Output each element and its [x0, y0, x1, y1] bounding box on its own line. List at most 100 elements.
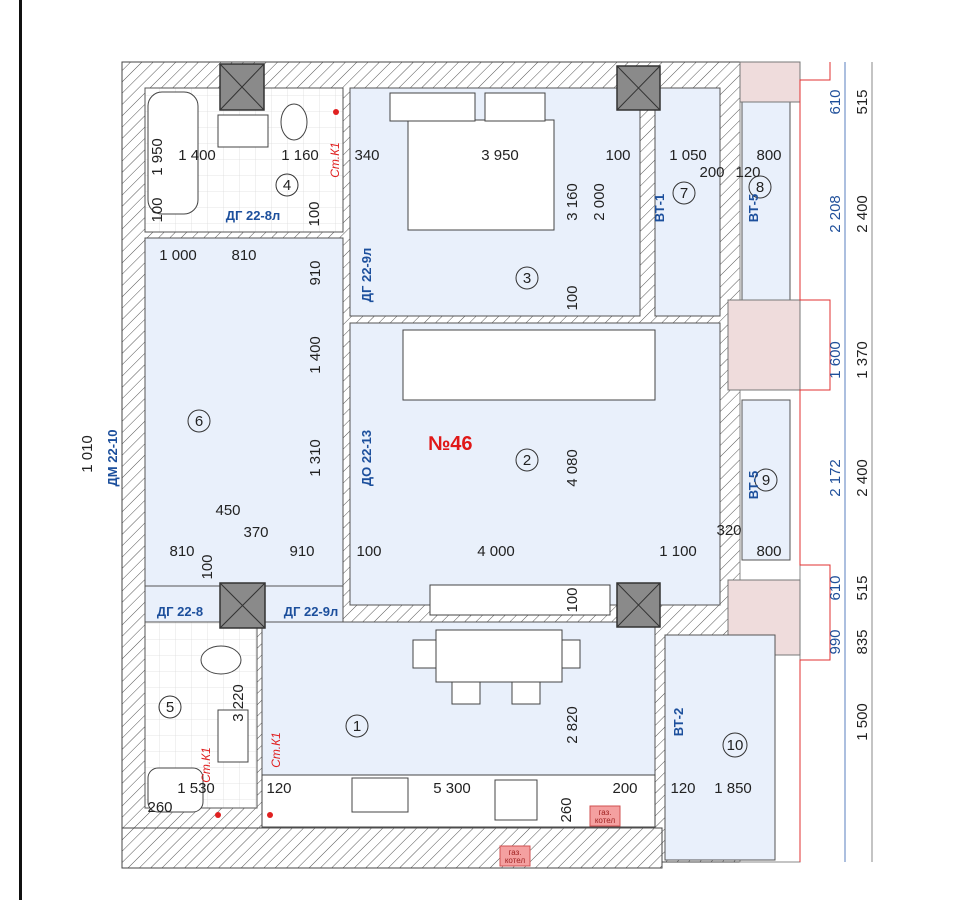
dimension-label: 800: [756, 147, 781, 164]
dimension-label: 910: [289, 543, 314, 560]
column: [616, 65, 661, 111]
dimension-label: 1 000: [159, 247, 197, 264]
dimension-label: 370: [243, 524, 268, 541]
column: [219, 582, 266, 629]
door-label: ДГ 22-9л: [284, 604, 339, 619]
chair: [511, 681, 541, 705]
dimension-label: 1 050: [669, 147, 707, 164]
dimension-label: 100: [306, 201, 323, 226]
dimension-label: 1 950: [149, 138, 166, 176]
dimension-label: 2 000: [591, 183, 608, 221]
room-number: 8: [756, 179, 764, 196]
dimension-label: 100: [605, 147, 630, 164]
room-number: 5: [166, 699, 174, 716]
dimension-label: 1 400: [307, 336, 324, 374]
dimension-label: 990: [827, 629, 844, 654]
dimension-label: 2 400: [854, 195, 871, 233]
dimension-label: 100: [149, 197, 166, 222]
gas-boiler: [499, 845, 531, 867]
nightstand: [389, 92, 476, 122]
window-label: ВТ-1: [652, 194, 667, 222]
balcony-pier: [727, 299, 801, 391]
dimension-label: 200: [612, 780, 637, 797]
room-9: [741, 399, 791, 561]
sink: [217, 114, 269, 148]
kitchen-wall: [121, 827, 663, 869]
dimension-label: 120: [266, 780, 291, 797]
dimension-label: 2 820: [564, 706, 581, 744]
dimension-label: 515: [854, 575, 871, 600]
dimension-label: 5 300: [433, 780, 471, 797]
dimension-label: 3 220: [230, 684, 247, 722]
dimension-label: 610: [827, 89, 844, 114]
door-label: ДГ 22-9л: [359, 248, 374, 303]
dimension-label: 1 310: [307, 439, 324, 477]
balcony-pier: [739, 61, 801, 103]
sink: [217, 709, 249, 763]
dimension-label: 4 080: [564, 449, 581, 487]
riser-icon: [215, 812, 221, 818]
page-border-line: [19, 0, 22, 900]
dimension-label: 1 160: [281, 147, 319, 164]
kitchen-sink: [351, 777, 409, 813]
riser-label: Ст.К1: [328, 142, 342, 178]
dimension-label: 2 208: [827, 195, 844, 233]
dimension-label: 1 850: [714, 780, 752, 797]
dimension-label: 100: [564, 285, 581, 310]
boundary-line: [799, 62, 831, 862]
dimension-label: 340: [354, 147, 379, 164]
column: [616, 582, 661, 628]
dimension-label: 1 400: [178, 147, 216, 164]
gas-boiler-label: котел: [595, 816, 616, 825]
dimension-label: 320: [716, 522, 741, 539]
dimension-label: 1 100: [659, 543, 697, 560]
riser-label: Ст.К1: [269, 732, 283, 768]
dimension-label: 910: [307, 260, 324, 285]
door-label: ДГ 22-8л: [226, 208, 281, 223]
riser-icon: [333, 109, 339, 115]
dimension-label: 450: [215, 502, 240, 519]
dimension-label: 260: [147, 799, 172, 816]
dimension-label: 1 010: [79, 435, 96, 473]
riser-label: Ст.К1: [199, 747, 213, 783]
dimension-label: 1 370: [854, 341, 871, 379]
apartment-number: №46: [428, 433, 473, 455]
dimension-label: 810: [169, 543, 194, 560]
dimension-label: 100: [564, 587, 581, 612]
gas-boiler-label: газ.: [509, 848, 522, 857]
gas-boiler-label: котел: [505, 856, 526, 865]
chair: [451, 681, 481, 705]
dimension-label: 260: [558, 797, 575, 822]
toilet: [280, 103, 308, 141]
nightstand: [484, 92, 546, 122]
door-label: ДО 22-13: [359, 430, 374, 486]
dimension-label: 200: [699, 164, 724, 181]
riser-icon: [267, 812, 273, 818]
dimension-label: 3 950: [481, 147, 519, 164]
room-number: 6: [195, 413, 203, 430]
room-number: 3: [523, 270, 531, 287]
dimension-label: 3 160: [564, 183, 581, 221]
room-6-hall: [144, 237, 344, 587]
dimension-label: 515: [854, 89, 871, 114]
chair: [561, 639, 581, 669]
dimension-label: 810: [231, 247, 256, 264]
dimension-label: 1 600: [827, 341, 844, 379]
room-number: 1: [353, 718, 361, 735]
gas-boiler: [589, 805, 621, 827]
room-number-markers: [158, 173, 778, 758]
room-number: 4: [283, 177, 291, 194]
dimension-label: 1 530: [177, 780, 215, 797]
window-label: ВТ-2: [671, 708, 686, 736]
dimension-label: 4 000: [477, 543, 515, 560]
dimension-label: 2 172: [827, 459, 844, 497]
dimension-label: 800: [756, 543, 781, 560]
dimension-label: 1 500: [854, 703, 871, 741]
room-number: 9: [762, 472, 770, 489]
gas-boiler-label: газ.: [599, 808, 612, 817]
room-10: [664, 634, 776, 861]
window-label: ВТ-5: [746, 194, 761, 222]
dimension-label: 2 400: [854, 459, 871, 497]
room-number: 10: [727, 737, 744, 754]
